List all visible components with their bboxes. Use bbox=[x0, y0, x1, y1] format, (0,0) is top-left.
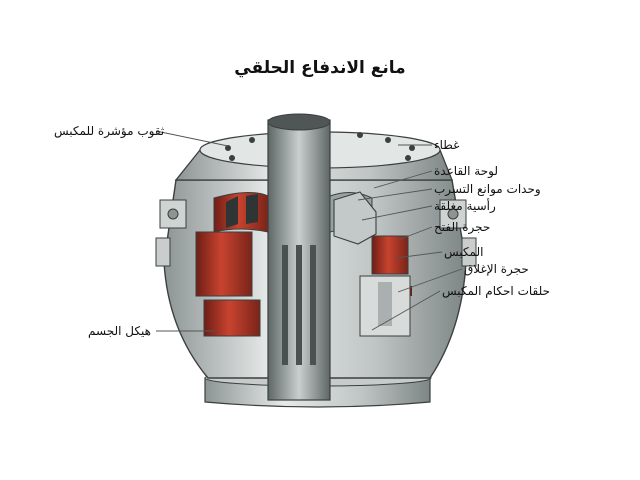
label-piston-indicator-holes: ثقوب مؤشرة للمكبس bbox=[54, 124, 164, 138]
label-body: هيكل الجسم bbox=[88, 324, 151, 338]
chambers bbox=[360, 276, 410, 336]
label-cover: غطاء bbox=[434, 138, 459, 152]
central-bore bbox=[268, 114, 330, 400]
label-opening-chamber: حجرة الفتح bbox=[434, 220, 490, 234]
label-closing-chamber: حجرة الإغلاق bbox=[464, 262, 529, 276]
label-piston-seal-rings: حلقات احكام المكبس bbox=[442, 284, 550, 298]
label-closing-head: رأسية مغلقة bbox=[434, 199, 496, 213]
label-piston: المكبس bbox=[444, 245, 483, 259]
label-base-plate: لوحة القاعدة bbox=[434, 164, 498, 178]
label-leak-barrier-units: وحدات موانع التسرب bbox=[434, 182, 541, 196]
